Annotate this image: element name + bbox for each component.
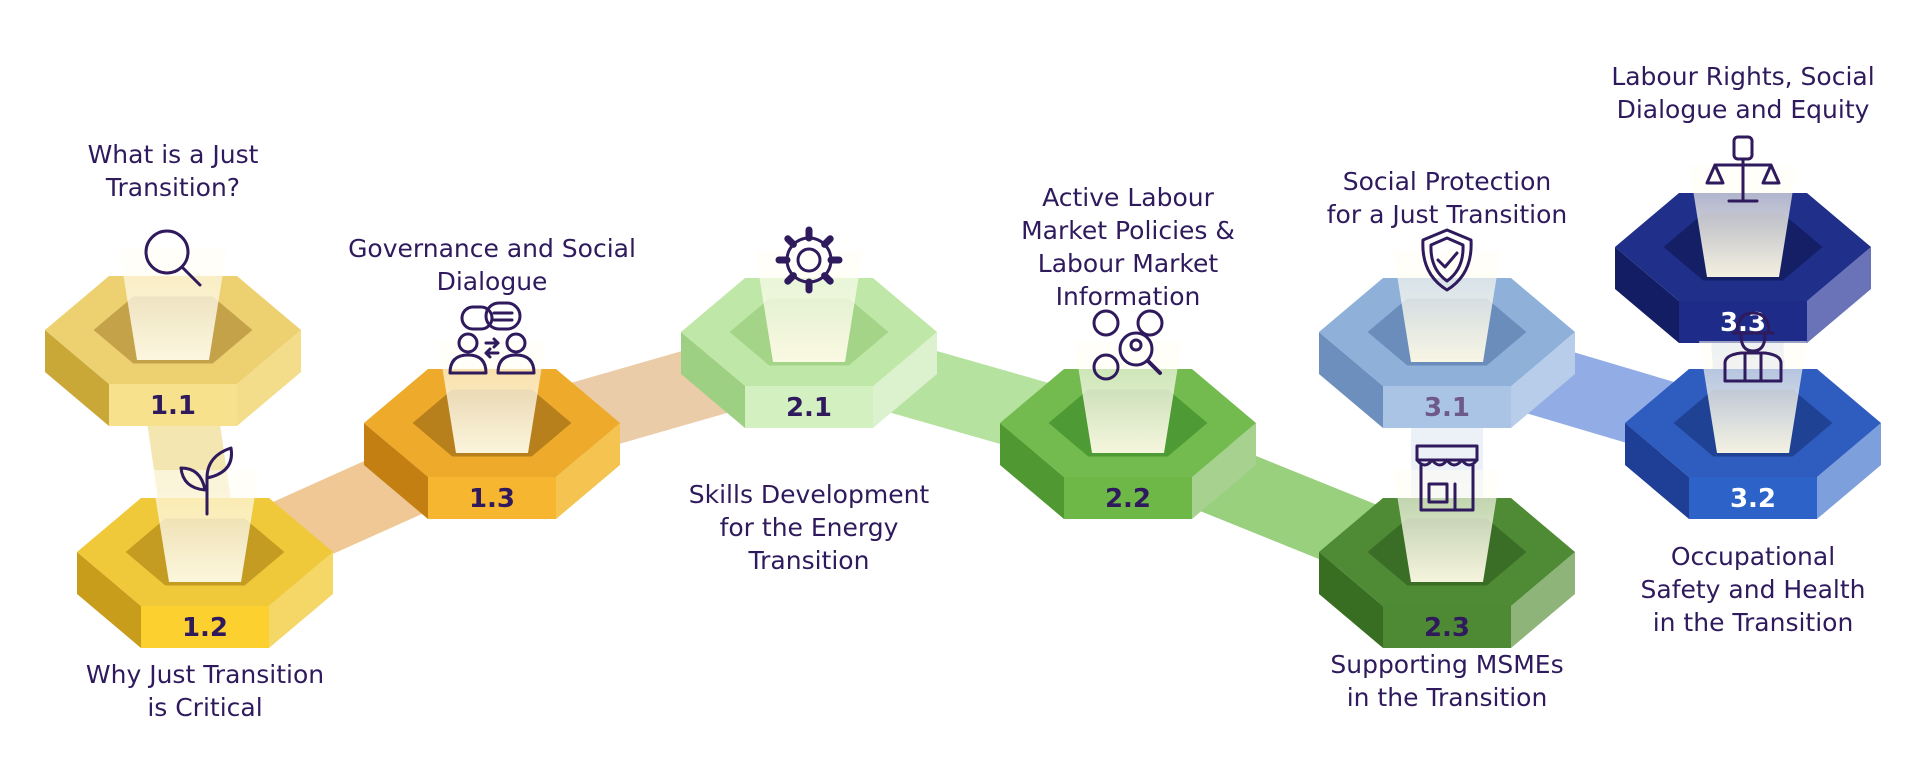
fist-scales-icon bbox=[1705, 135, 1781, 203]
module-title-line: for the Energy bbox=[719, 513, 899, 542]
module-title-line: Information bbox=[1055, 282, 1201, 311]
light-beam bbox=[438, 341, 546, 453]
module-1-1[interactable]: 1.1 bbox=[45, 229, 301, 426]
module-1-3[interactable]: 1.3 bbox=[364, 301, 620, 519]
module-title-line: Active Labour bbox=[1042, 183, 1214, 212]
module-title-line: is Critical bbox=[147, 693, 263, 722]
prism-left-face bbox=[1319, 552, 1383, 648]
light-beam bbox=[755, 250, 863, 362]
module-title-line: in the Transition bbox=[1346, 683, 1548, 712]
module-number: 2.3 bbox=[1424, 613, 1470, 643]
prism-right-face bbox=[269, 552, 333, 648]
prism-left-face bbox=[681, 332, 745, 428]
module-title-line: Labour Rights, Social bbox=[1611, 62, 1875, 91]
module-title-line: Occupational bbox=[1670, 542, 1836, 571]
module-number: 2.2 bbox=[1105, 484, 1151, 514]
shield-check-icon bbox=[1421, 228, 1473, 292]
people-search-icon bbox=[1092, 309, 1164, 381]
module-3-3[interactable]: 3.3 bbox=[1615, 135, 1871, 343]
module-number: 1.2 bbox=[182, 613, 228, 643]
worker-helmet-icon bbox=[1723, 311, 1783, 383]
prism-right-face bbox=[873, 332, 937, 428]
module-number: 1.3 bbox=[469, 484, 515, 514]
module-title-line: Transition? bbox=[105, 173, 241, 202]
module-title-line: Market Policies & bbox=[1021, 216, 1235, 245]
modules: 1.1 3.3 1.3 2.1 3.1 2.2 3.2 1.2 2.3 bbox=[45, 135, 1881, 648]
light-beam bbox=[1393, 250, 1501, 362]
prism-left-face bbox=[1000, 423, 1064, 519]
module-title-line: Dialogue and Equity bbox=[1616, 95, 1870, 124]
prism-front-face bbox=[1383, 386, 1511, 428]
prism-front-face bbox=[1383, 606, 1511, 648]
shop-icon bbox=[1415, 444, 1479, 512]
light-beam bbox=[151, 470, 259, 582]
prism-right-face bbox=[1511, 332, 1575, 428]
module-number: 1.1 bbox=[150, 391, 196, 421]
prism-right-face bbox=[237, 330, 301, 426]
prism-left-face bbox=[1625, 423, 1689, 519]
module-title-line: Skills Development bbox=[688, 480, 930, 509]
light-beam bbox=[1699, 341, 1807, 453]
prism-front-face bbox=[1679, 301, 1807, 343]
module-title-line: Labour Market bbox=[1037, 249, 1219, 278]
module-number: 3.2 bbox=[1730, 484, 1776, 514]
prism-right-face bbox=[1807, 247, 1871, 343]
prism-left-face bbox=[1319, 332, 1383, 428]
prism-left-face bbox=[45, 330, 109, 426]
module-3-1[interactable]: 3.1 bbox=[1319, 228, 1575, 428]
module-title-line: Supporting MSMEs bbox=[1330, 650, 1564, 679]
magnifier-icon bbox=[144, 229, 202, 287]
prism-right-face bbox=[556, 423, 620, 519]
module-title-line: Why Just Transition bbox=[85, 660, 325, 689]
module-title-3-1: Social Protection for a Just Transition bbox=[1297, 165, 1597, 231]
module-title-line: Dialogue bbox=[436, 267, 548, 296]
module-title-line: What is a Just bbox=[87, 140, 259, 169]
prism-left-face bbox=[1615, 247, 1679, 343]
prism-front-face bbox=[1689, 477, 1817, 519]
module-2-2[interactable]: 2.2 bbox=[1000, 309, 1256, 519]
module-title-1-2: Why Just Transition is Critical bbox=[55, 658, 355, 724]
prism-front-face bbox=[109, 384, 237, 426]
prism-right-face bbox=[1192, 423, 1256, 519]
prism-right-face bbox=[1511, 552, 1575, 648]
module-title-line: in the Transition bbox=[1652, 608, 1854, 637]
module-number: 3.1 bbox=[1424, 393, 1470, 423]
chat-exchange-icon bbox=[448, 301, 536, 375]
module-title-2-3: Supporting MSMEs in the Transition bbox=[1297, 648, 1597, 714]
prism-left-face bbox=[364, 423, 428, 519]
module-2-1[interactable]: 2.1 bbox=[681, 226, 937, 428]
prism-front-face bbox=[428, 477, 556, 519]
prism-front-face bbox=[141, 606, 269, 648]
prism-left-face bbox=[77, 552, 141, 648]
module-title-line: Governance and Social bbox=[348, 234, 636, 263]
prism-right-face bbox=[1817, 423, 1881, 519]
module-3-2[interactable]: 3.2 bbox=[1625, 311, 1881, 519]
module-title-line: Safety and Health bbox=[1640, 575, 1866, 604]
gear-icon bbox=[775, 226, 843, 294]
module-1-2[interactable]: 1.2 bbox=[77, 446, 333, 648]
module-title-line: Social Protection bbox=[1342, 167, 1552, 196]
light-beam bbox=[1074, 341, 1182, 453]
module-title-line: Transition bbox=[748, 546, 870, 575]
module-2-3[interactable]: 2.3 bbox=[1319, 444, 1575, 648]
module-title-line: for a Just Transition bbox=[1326, 200, 1568, 229]
light-beam bbox=[119, 248, 227, 360]
prism-front-face bbox=[745, 386, 873, 428]
module-number: 2.1 bbox=[786, 393, 832, 423]
sprout-icon bbox=[179, 446, 233, 516]
prism-front-face bbox=[1064, 477, 1192, 519]
light-beam bbox=[1689, 165, 1797, 277]
